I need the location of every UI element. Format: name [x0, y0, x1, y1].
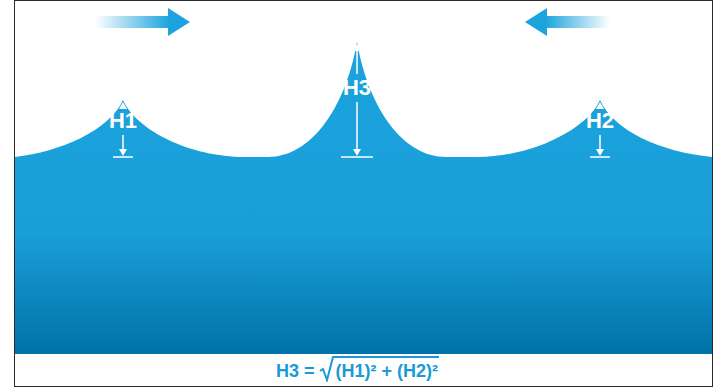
radical-sign — [319, 356, 335, 382]
height-dimension — [113, 44, 610, 157]
height-label: H1 — [109, 109, 137, 133]
wave-direction-arrow — [525, 8, 610, 36]
formula-radicand: (H1)² + (H2)² — [335, 356, 440, 382]
formula-term: H3 = — [276, 360, 315, 382]
formula: H3 = (H1)² + (H2)² — [0, 356, 715, 382]
height-label: H2 — [586, 109, 614, 133]
figure-frame — [15, 1, 713, 387]
water-body — [15, 42, 712, 354]
height-label: H3 — [343, 76, 371, 100]
wave-direction-arrow — [95, 8, 190, 36]
